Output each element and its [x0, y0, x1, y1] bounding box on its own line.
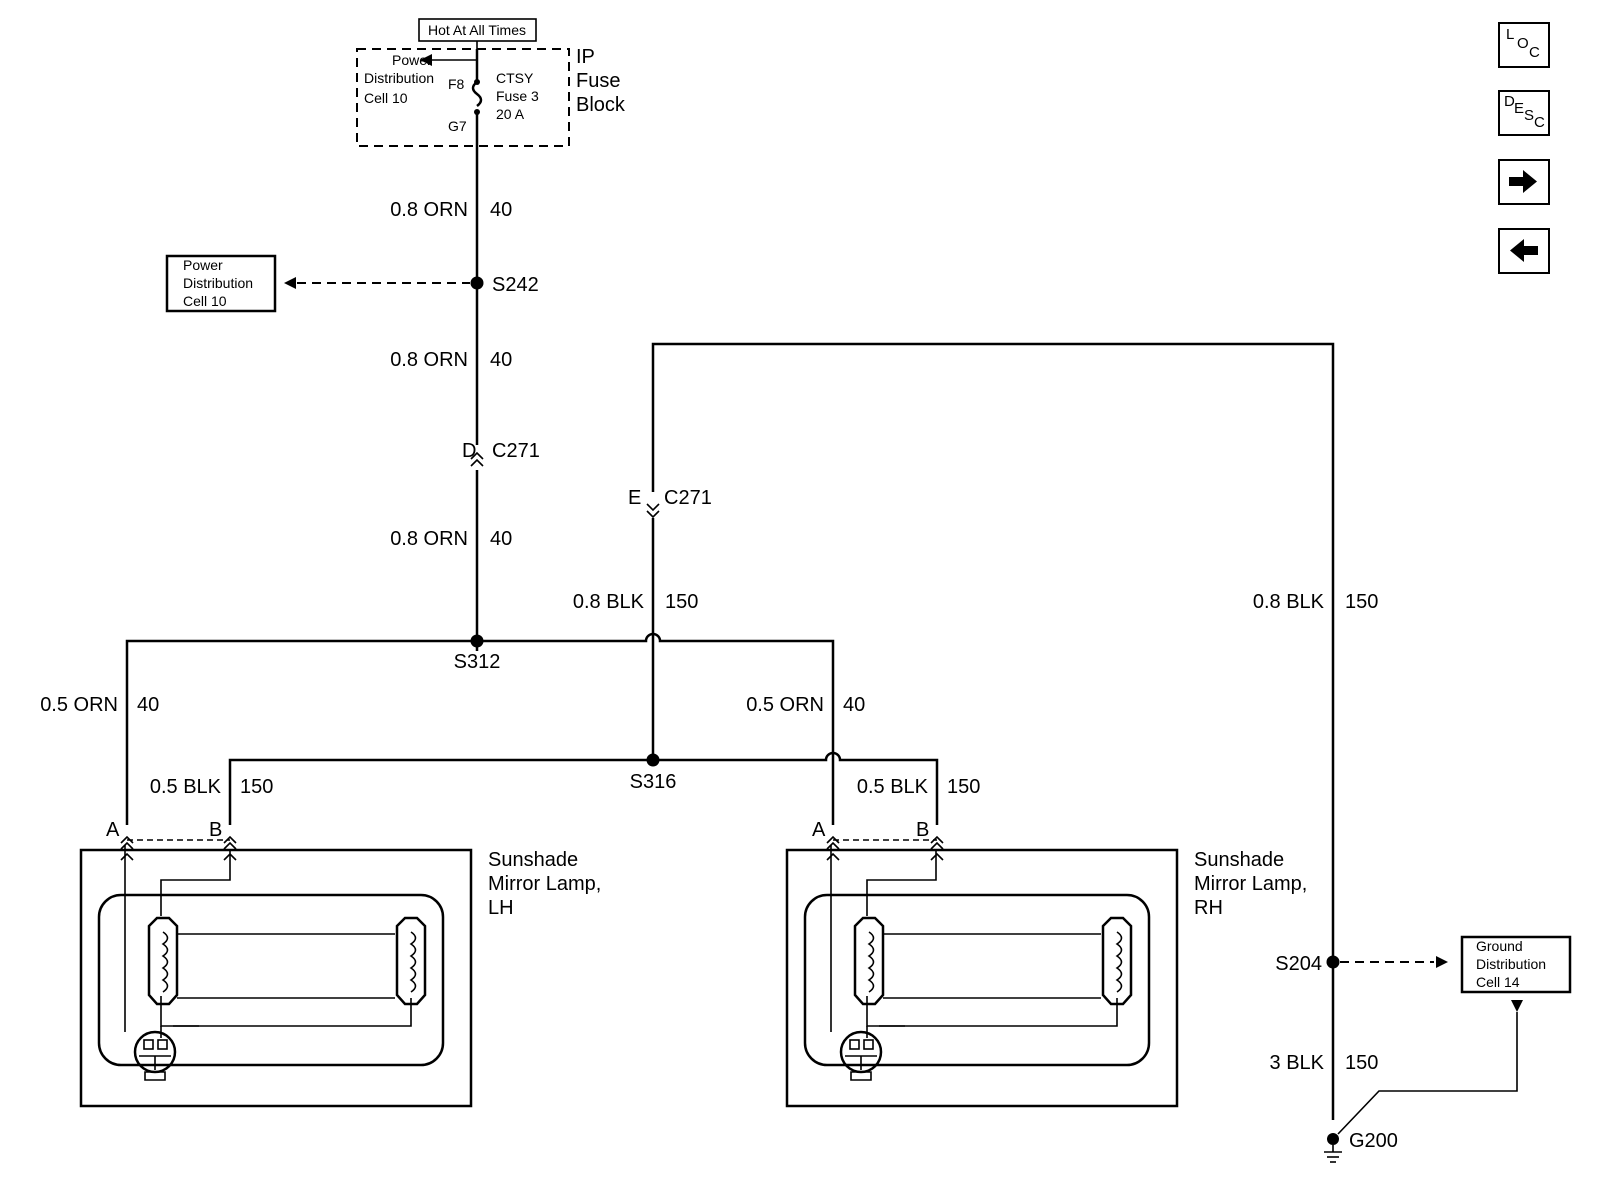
wire-circuit-orn-rh: 40 [843, 694, 865, 716]
wire-label-blk-rh: 0.5 BLK [857, 776, 929, 798]
lamp-lh-name-3: LH [488, 897, 514, 919]
lh-pin-a: A [106, 819, 120, 841]
wire-label-blk-1: 0.8 BLK [573, 591, 645, 613]
description-button[interactable]: D E S C [1498, 90, 1550, 136]
connector-pin-d: D [462, 440, 476, 462]
lamp-rh-name-1: Sunshade [1194, 849, 1284, 871]
wire-circuit-orn-1: 40 [490, 199, 512, 221]
desc-letter-e: E [1514, 100, 1525, 117]
fuse-name-2: Fuse 3 [496, 88, 539, 104]
wire-label-blk-3: 3 BLK [1270, 1052, 1325, 1074]
ground-distribution-ref: Ground Distribution Cell 14 [1337, 935, 1572, 1135]
connector-c271-d: D C271 [462, 440, 540, 467]
wire-circuit-orn-2: 40 [490, 349, 512, 371]
wire-circuit-blk-rh: 150 [947, 776, 980, 798]
desc-letter-s: S [1524, 107, 1535, 124]
ground-ref-line-2: Distribution [1476, 956, 1546, 972]
lh-pin-b: B [209, 819, 222, 841]
splice-s316-label: S316 [630, 771, 677, 793]
splice-s204-label: S204 [1275, 953, 1322, 975]
fuse-rating: 20 A [496, 106, 525, 122]
wire-label-orn-rh: 0.5 ORN [746, 694, 824, 716]
arrow-left-icon [1510, 239, 1538, 262]
fuse-pin-g7: G7 [448, 118, 467, 134]
loc-letter-l: L [1506, 26, 1515, 43]
splice-s316: S316 [630, 753, 677, 793]
lamp-rh-name-3: RH [1194, 897, 1223, 919]
wire-label-blk-lh: 0.5 BLK [150, 776, 222, 798]
arrow-right-icon [1509, 170, 1537, 193]
wire-label-orn-2: 0.8 ORN [390, 349, 468, 371]
ground-g200-label: G200 [1349, 1130, 1398, 1152]
splice-s242-label: S242 [492, 274, 539, 296]
loc-letter-o: O [1517, 35, 1529, 52]
connector-c271-label-1: C271 [492, 440, 540, 462]
sunshade-mirror-lamp-rh: A B Sunshade Mirror Lamp, RH [785, 819, 1307, 1108]
loc-letter-c: C [1529, 44, 1540, 61]
desc-letter-d: D [1504, 93, 1515, 110]
wire-circuit-orn-3: 40 [490, 528, 512, 550]
lamp-lh-name-1: Sunshade [488, 849, 578, 871]
connector-c271-label-2: C271 [664, 487, 712, 509]
location-button[interactable]: L O C [1498, 22, 1550, 68]
connector-c271-e: E C271 [628, 487, 712, 519]
fuse-pin-f8: F8 [448, 76, 465, 92]
fuse-pd-line-2: Distribution [364, 70, 434, 86]
wire-circuit-orn-lh: 40 [137, 694, 159, 716]
fuse-name-1: CTSY [496, 70, 534, 86]
wire-circuit-blk-3: 150 [1345, 1052, 1378, 1074]
wire-circuit-blk-lh: 150 [240, 776, 273, 798]
splice-s312-label: S312 [454, 651, 501, 673]
wire-circuit-blk-1: 150 [665, 591, 698, 613]
sunshade-mirror-lamp-lh: A B Sunshade Mirror Lamp, LH [79, 819, 601, 1108]
ground-ref-line-3: Cell 14 [1476, 974, 1520, 990]
wire-label-blk-2: 0.8 BLK [1253, 591, 1325, 613]
power-ref-line-3: Cell 10 [183, 293, 227, 309]
fuse-pd-line-3: Cell 10 [364, 90, 408, 106]
splice-s204: S204 [1275, 953, 1448, 975]
power-ref-line-2: Distribution [183, 275, 253, 291]
splice-s312: S312 [454, 634, 501, 673]
wire-label-orn-3: 0.8 ORN [390, 528, 468, 550]
ground-ref-line-1: Ground [1476, 938, 1523, 954]
hot-at-all-times-label: Hot At All Times [428, 22, 526, 38]
lamp-lh-name-2: Mirror Lamp, [488, 873, 601, 895]
splice-s242: S242 [284, 274, 539, 296]
power-ref-line-1: Power [183, 257, 223, 273]
fuse-pd-line-1: Power [392, 52, 432, 68]
wire-label-orn-lh: 0.5 ORN [40, 694, 118, 716]
connector-pin-e: E [628, 487, 641, 509]
fuse-block-name-3: Block [576, 94, 626, 116]
rh-pin-a: A [812, 819, 826, 841]
rh-pin-b: B [916, 819, 929, 841]
ip-fuse-block: Hot At All Times IP Fuse Block Power Dis… [356, 18, 626, 147]
lamp-rh-name-2: Mirror Lamp, [1194, 873, 1307, 895]
fuse-block-name-1: IP [576, 46, 595, 68]
next-button[interactable] [1498, 159, 1550, 205]
wire-label-orn-1: 0.8 ORN [390, 199, 468, 221]
desc-letter-c: C [1534, 114, 1545, 131]
wire-circuit-blk-2: 150 [1345, 591, 1378, 613]
previous-button[interactable] [1498, 228, 1550, 274]
power-distribution-ref: Power Distribution Cell 10 [165, 254, 277, 313]
fuse-block-name-2: Fuse [576, 70, 620, 92]
ground-g200: G200 [1324, 1130, 1398, 1163]
